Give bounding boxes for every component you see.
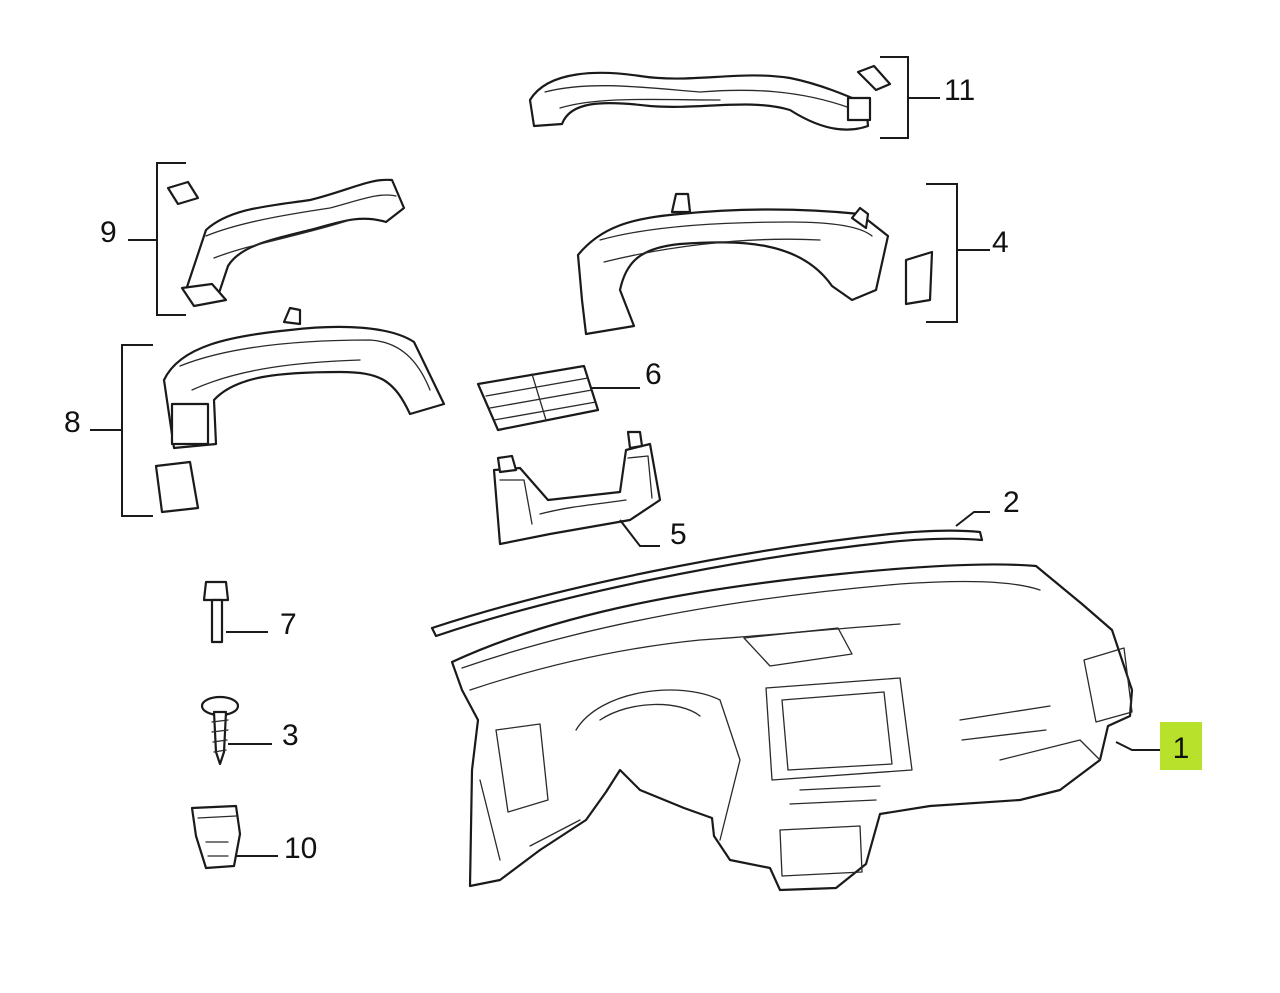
callout-11[interactable]: 11 [944, 74, 975, 107]
callout-2[interactable]: 2 [1003, 486, 1020, 519]
callout-3-label: 3 [282, 719, 299, 752]
callout-4[interactable]: 4 [992, 226, 1009, 259]
callout-1-highlight [1160, 722, 1202, 770]
part-2-seal-strip [430, 529, 984, 638]
callout-4-bracket [926, 183, 990, 323]
callout-1-label: 1 [1173, 732, 1190, 765]
part-7-bolt [202, 580, 230, 644]
part-1-dashboard [450, 563, 1134, 892]
callout-3[interactable]: 3 [282, 719, 299, 752]
callout-6[interactable]: 6 [645, 358, 662, 391]
callout-7[interactable]: 7 [280, 608, 297, 641]
part-10-clip [190, 804, 242, 870]
callout-11-label: 11 [944, 74, 975, 107]
callout-9-bracket [128, 162, 186, 316]
callout-8[interactable]: 8 [64, 406, 81, 439]
callout-8-label: 8 [64, 406, 81, 439]
callout-7-label: 7 [280, 608, 297, 641]
callout-1-leader [1115, 741, 1160, 751]
callout-6-label: 6 [645, 358, 662, 391]
callout-5-leader [619, 519, 660, 547]
callout-10[interactable]: 10 [284, 832, 317, 865]
part-11-duct [528, 64, 892, 131]
callout-2-label: 2 [1003, 486, 1020, 519]
part-6-vent [476, 364, 600, 432]
part-8-duct [154, 306, 446, 514]
callout-8-bracket [90, 344, 153, 517]
part-9-duct [166, 178, 406, 308]
callout-9[interactable]: 9 [100, 216, 117, 249]
part-3-screw [200, 695, 240, 766]
callout-5[interactable]: 5 [670, 518, 687, 551]
callout-10-label: 10 [284, 832, 317, 865]
callout-5-label: 5 [670, 518, 687, 551]
callout-1[interactable]: 1 [1160, 722, 1202, 770]
part-4-duct [576, 192, 934, 336]
callout-11-bracket [880, 56, 940, 139]
callout-2-leader [955, 511, 990, 527]
callout-9-label: 9 [100, 216, 117, 249]
callout-4-label: 4 [992, 226, 1009, 259]
part-5-duct [492, 430, 662, 546]
